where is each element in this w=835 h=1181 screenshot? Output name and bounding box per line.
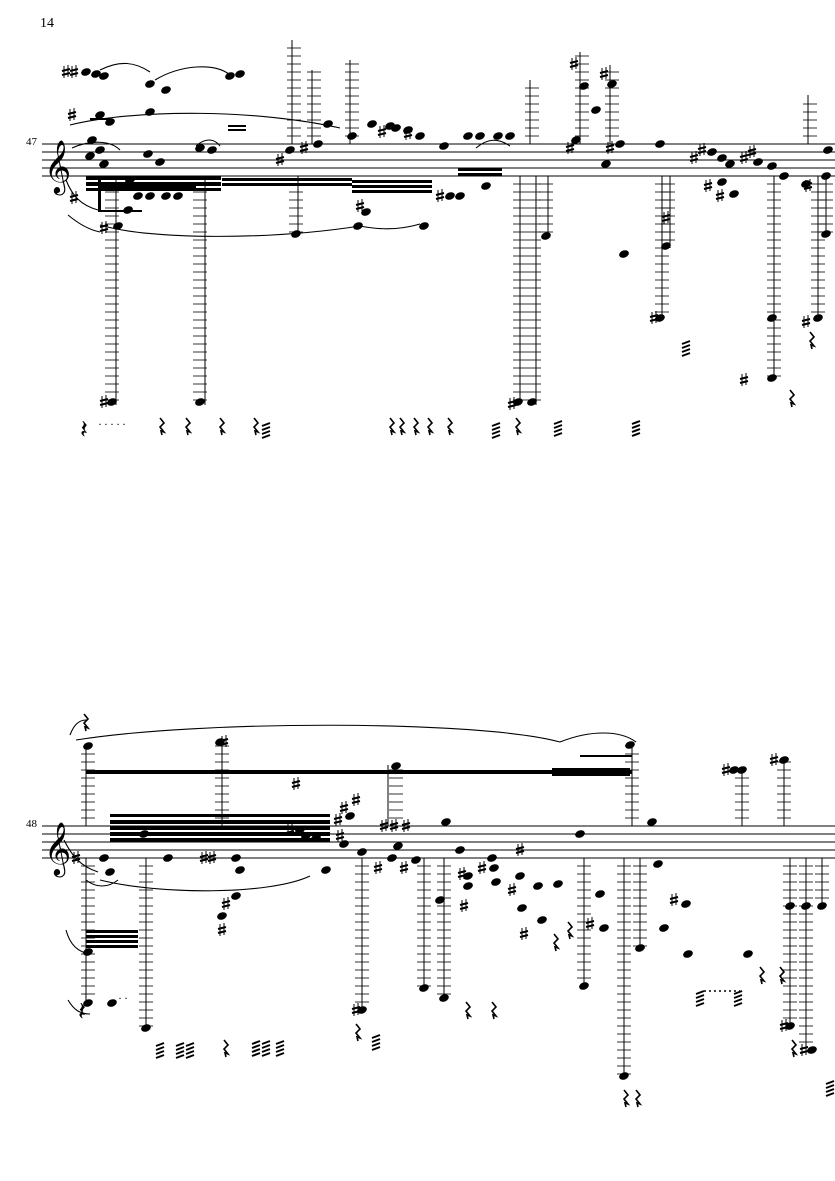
stems: [85, 742, 823, 1075]
dotted-rest-cluster: 𝄽: [78, 997, 86, 1026]
noteheads: [80, 66, 834, 408]
slurs: [65, 62, 511, 237]
accidentals: [61, 56, 813, 411]
measure-number-47: 47: [26, 136, 37, 148]
page-number: 14: [40, 16, 54, 31]
ledger-stacks: [115, 40, 827, 405]
measure-number-48: 48: [26, 818, 37, 830]
noteheads: [82, 736, 828, 1082]
ledger-lines: [81, 745, 829, 1075]
dots: ·····: [98, 417, 128, 431]
accidentals: [71, 734, 809, 1057]
dotted-rest-cluster: 𝄽: [80, 415, 88, 444]
beams: [86, 118, 502, 212]
staff-system-47: 𝄞: [42, 40, 835, 444]
treble-clef: 𝄞: [44, 139, 71, 195]
staff-system-48: 𝄞: [42, 713, 835, 1108]
beams: [86, 755, 632, 948]
treble-clef: 𝄞: [44, 821, 71, 877]
rests: [159, 331, 815, 436]
ledger-lines: [105, 47, 833, 401]
tremolos: [261, 340, 691, 439]
dots: ··: [118, 991, 130, 1005]
